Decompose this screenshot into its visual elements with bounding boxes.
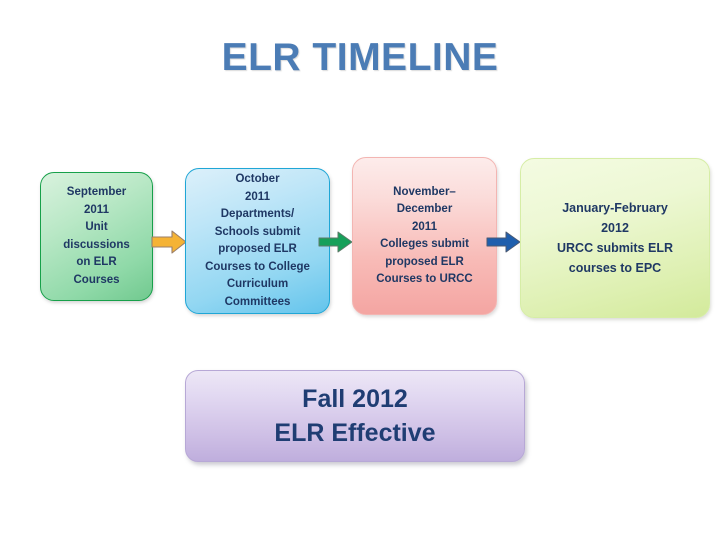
- timeline-step-text: November– December 2011 Colleges submit …: [353, 184, 496, 289]
- timeline-step-text: September 2011 Unit discussions on ELR C…: [41, 184, 152, 289]
- step-line: 2011: [84, 203, 109, 216]
- step-line: October: [235, 173, 280, 185]
- timeline-step-text: January-February 2012 URCC submits ELR c…: [521, 198, 709, 278]
- step-line: Unit: [85, 221, 108, 233]
- step-line: Schools submit: [214, 225, 301, 238]
- step-line: Courses: [73, 273, 120, 286]
- right-arrow-icon-connector-3: [486, 229, 522, 255]
- step-line: September: [66, 186, 127, 198]
- timeline-step-september-2011[interactable]: September 2011 Unit discussions on ELR C…: [40, 172, 153, 301]
- step-line: Courses to URCC: [376, 273, 473, 285]
- step-line: Colleges submit: [380, 238, 469, 250]
- step-line: URCC submits ELR: [557, 241, 673, 255]
- step-line: Courses to College: [205, 260, 310, 273]
- page-title: ELR TIMELINE: [221, 36, 499, 79]
- timeline-step-text: October 2011 Departments/ Schools submit…: [186, 171, 329, 311]
- step-line: on ELR: [76, 256, 117, 268]
- step-line: November–: [393, 185, 456, 198]
- step-line: Curriculum: [226, 278, 289, 290]
- step-line: 2011: [245, 190, 270, 203]
- timeline-outcome-fall-2012[interactable]: Fall 2012 ELR Effective: [185, 370, 525, 462]
- step-line: discussions: [63, 238, 130, 251]
- timeline-outcome-text: Fall 2012 ELR Effective: [274, 382, 435, 450]
- outcome-line: Fall 2012: [302, 385, 408, 413]
- right-arrow-icon-connector-1: [151, 229, 187, 255]
- step-line: 2012: [601, 221, 629, 235]
- step-line: January-February: [562, 201, 668, 215]
- timeline-step-november-december-2011[interactable]: November– December 2011 Colleges submit …: [352, 157, 497, 315]
- outcome-line: ELR Effective: [274, 419, 436, 447]
- right-arrow-icon-connector-2: [318, 229, 354, 255]
- step-line: proposed ELR: [218, 243, 297, 255]
- step-line: December: [396, 203, 453, 215]
- timeline-step-october-2011[interactable]: October 2011 Departments/ Schools submit…: [185, 168, 330, 314]
- timeline-step-january-february-2012[interactable]: January-February 2012 URCC submits ELR c…: [520, 158, 710, 318]
- step-line: Committees: [224, 295, 291, 308]
- step-line: courses to EPC: [568, 261, 662, 275]
- step-line: 2011: [412, 220, 437, 233]
- step-line: Departments/: [220, 208, 295, 220]
- step-line: proposed ELR: [385, 255, 464, 268]
